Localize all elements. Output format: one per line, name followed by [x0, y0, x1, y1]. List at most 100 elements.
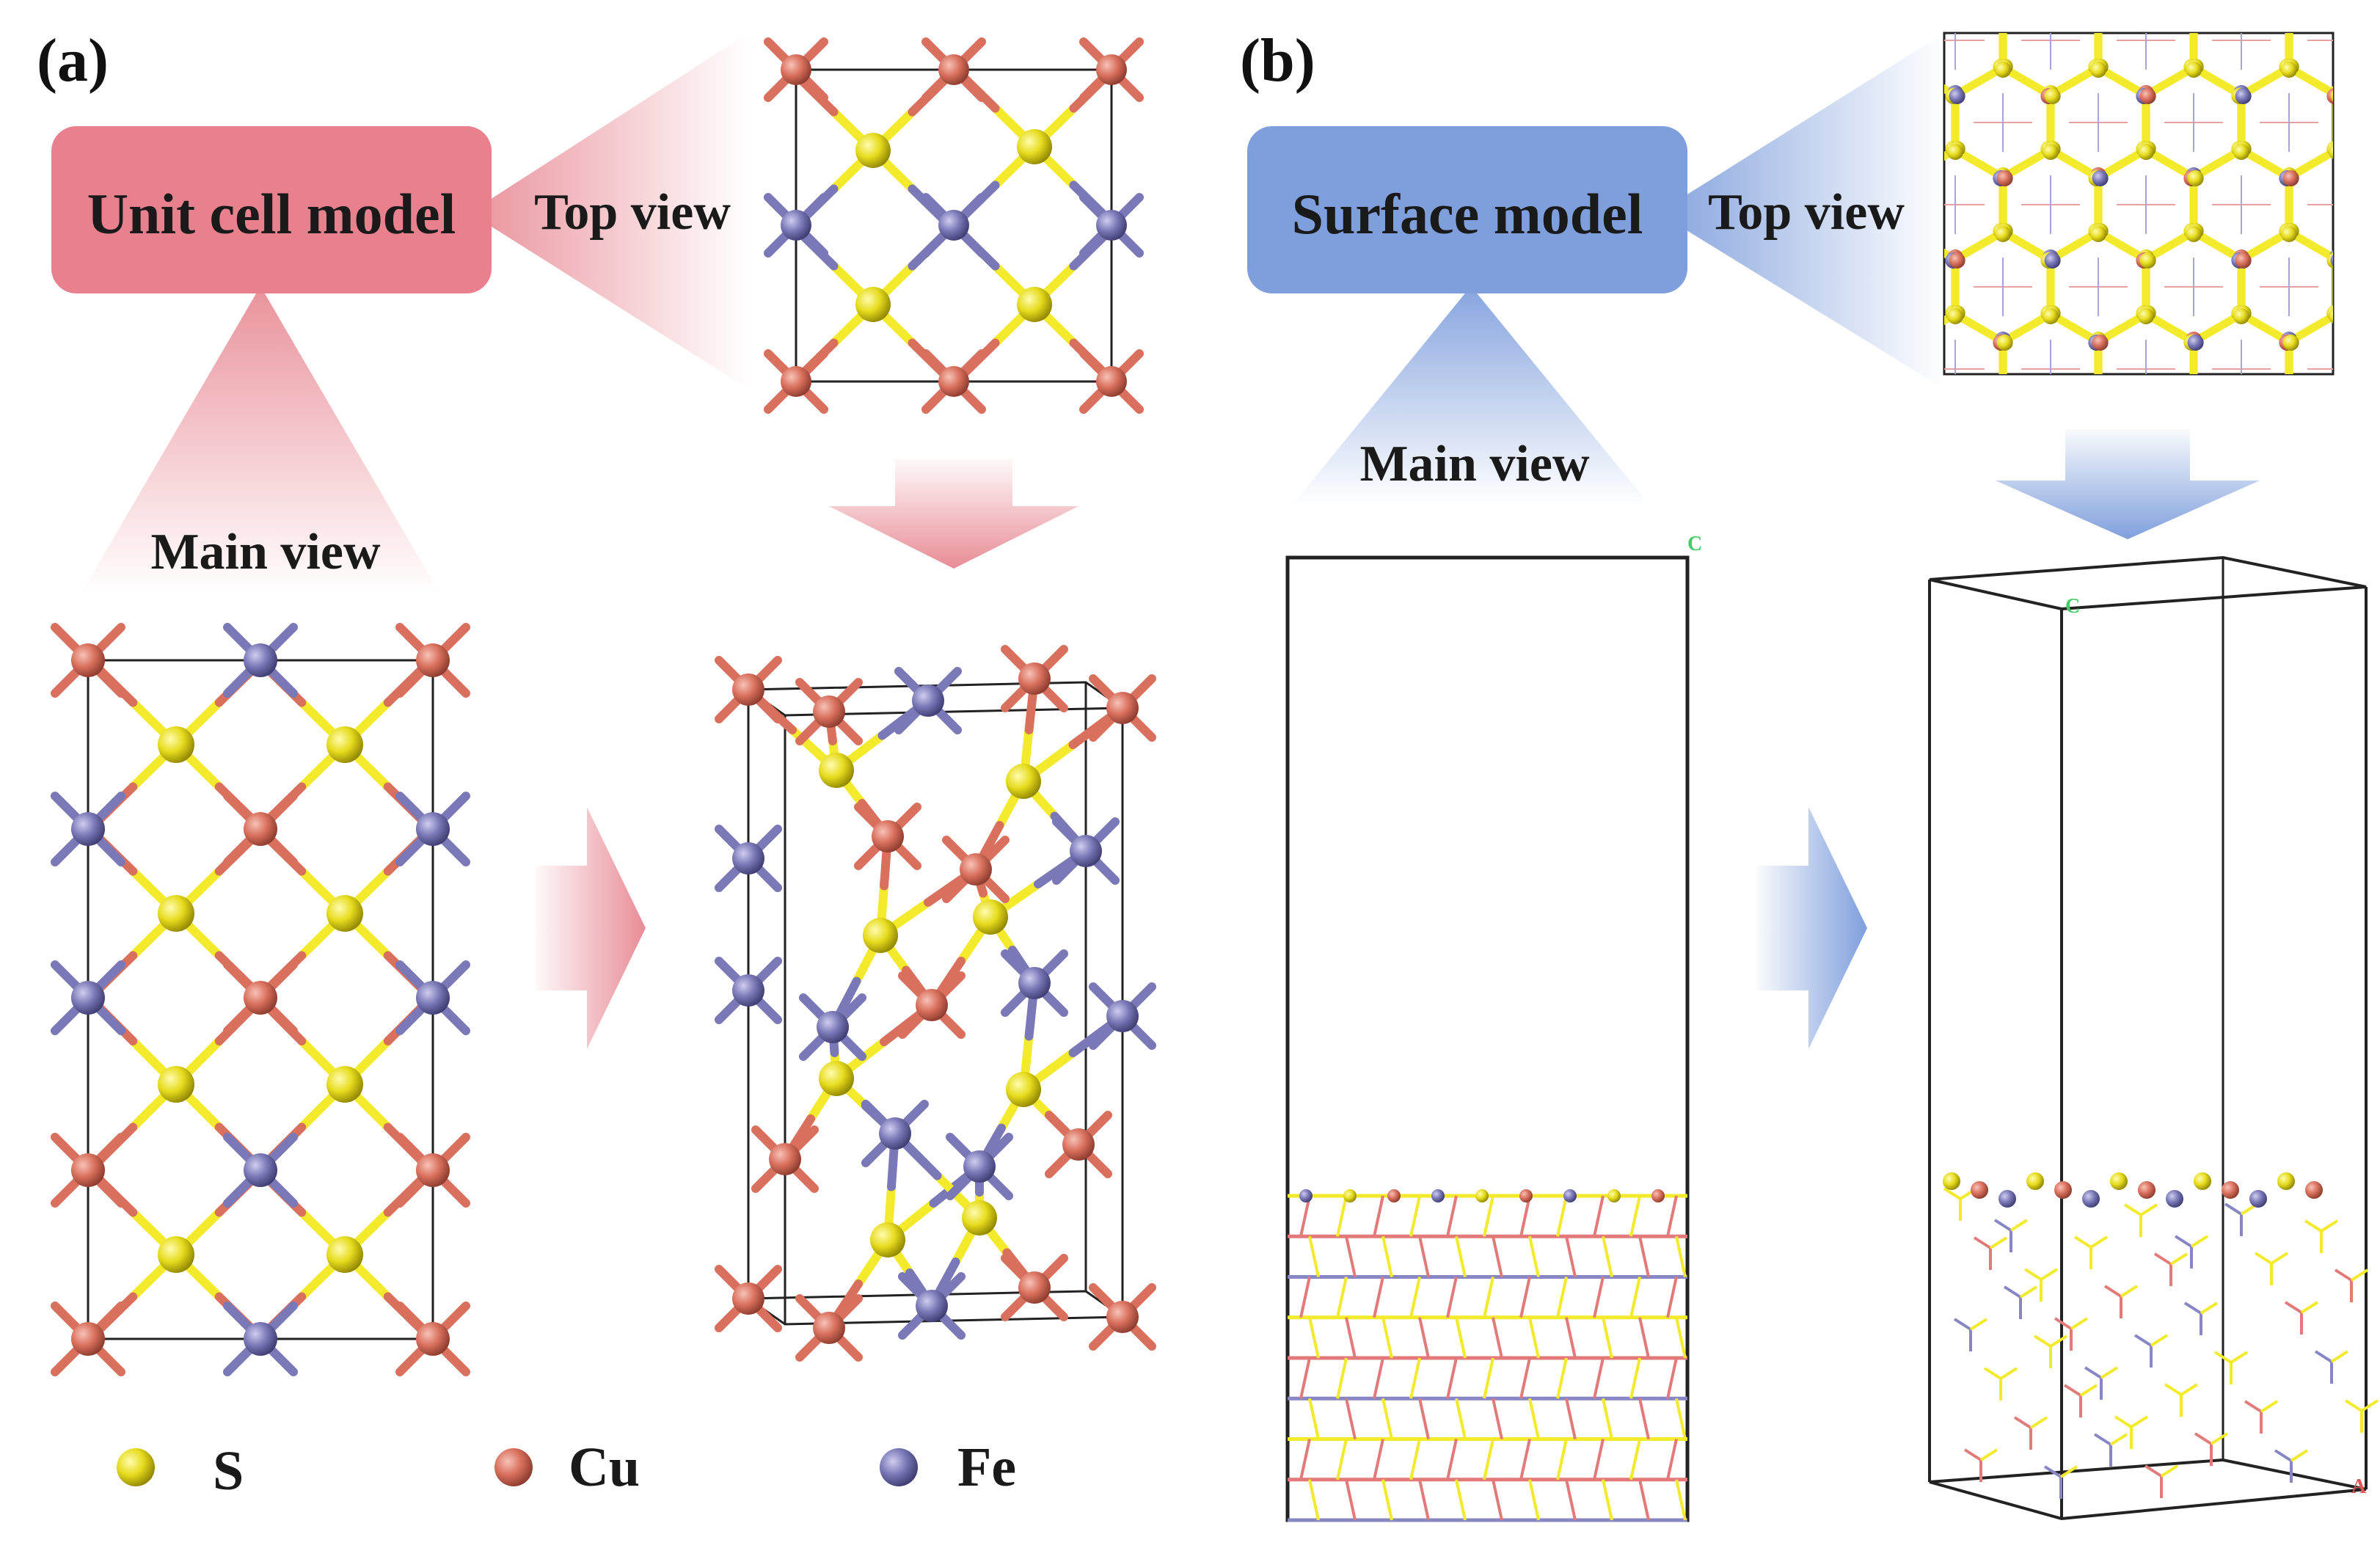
- atom-cu: [2138, 1181, 2155, 1199]
- atom-s: [1475, 1189, 1489, 1202]
- atom-cu: [1806, 335, 1822, 351]
- atom-fe: [416, 981, 450, 1015]
- atom-cu: [2282, 170, 2299, 186]
- atom-s: [2194, 1172, 2211, 1190]
- bond: [2063, 1384, 2082, 1397]
- atom-s: [1995, 226, 2011, 242]
- atom-cu: [1106, 1301, 1139, 1333]
- bond: [1943, 1187, 1962, 1200]
- bond: [1345, 1317, 1357, 1359]
- unit-cell-model-title: Unit cell model: [87, 182, 456, 246]
- atom-cu: [2231, 417, 2247, 433]
- atom-s: [2376, 226, 2380, 242]
- bond: [2290, 65, 2333, 94]
- bond: [1957, 478, 2003, 504]
- bond: [1418, 1235, 1430, 1277]
- bond: [2100, 395, 2146, 422]
- bond: [1983, 1367, 2002, 1380]
- bond: [1308, 1398, 1320, 1439]
- bond: [1675, 1317, 1687, 1359]
- bond: [2001, 232, 2050, 263]
- axis-label-c-main: C: [1687, 533, 1702, 555]
- atom-cu: [2305, 1181, 2323, 1199]
- bond: [1373, 1195, 1384, 1237]
- atom-cu: [1519, 1189, 1533, 1202]
- bond: [2192, 232, 2241, 263]
- bond: [2144, 229, 2193, 260]
- bond: [1910, 395, 1955, 422]
- atom-s: [870, 1222, 905, 1257]
- bond: [2194, 0, 2239, 11]
- atom-s: [1902, 387, 1918, 404]
- bond: [2123, 1203, 2142, 1216]
- bond: [1814, 0, 1860, 14]
- atom-cu: [416, 643, 450, 677]
- bond: [2194, 65, 2243, 95]
- bond: [2288, 67, 2333, 98]
- bond: [2146, 395, 2191, 422]
- bond: [1602, 1479, 1613, 1521]
- bond: [1814, 67, 1860, 93]
- bond: [2051, 232, 2100, 263]
- bond: [2291, 0, 2337, 14]
- atom-cu: [2329, 414, 2345, 430]
- bond: [1455, 1398, 1467, 1439]
- bond: [1455, 1235, 1467, 1277]
- bond: [2019, 1285, 2038, 1299]
- bond: [1455, 1317, 1467, 1359]
- atom-cu: [1995, 496, 2011, 512]
- bond: [1956, 232, 2004, 263]
- atom-s: [2186, 3, 2202, 19]
- bond: [2001, 311, 2050, 342]
- atom-cu: [781, 54, 811, 85]
- bond: [2100, 1366, 2119, 1379]
- main-view-cone-b: [1291, 286, 1651, 506]
- atom-fe: [817, 1011, 849, 1043]
- bond: [2192, 67, 2241, 98]
- bond: [2099, 65, 2147, 95]
- bond: [1409, 1277, 1421, 1318]
- bond: [2260, 1400, 2279, 1413]
- bond: [2290, 315, 2333, 345]
- bond: [2160, 1464, 2179, 1478]
- bond: [2360, 1399, 2379, 1412]
- bond: [2147, 311, 2195, 342]
- atom-s: [1997, 387, 2013, 404]
- bond: [2049, 65, 2098, 95]
- bond: [1483, 1277, 1494, 1318]
- bond: [2254, 1252, 2273, 1265]
- atom-fe: [2249, 1190, 2267, 1208]
- atom-s: [2277, 1172, 2295, 1190]
- atom-s: [2186, 390, 2202, 406]
- bond: [1519, 1357, 1531, 1399]
- bond: [2320, 1219, 2339, 1233]
- atom-s: [2092, 387, 2109, 404]
- atom-s: [326, 895, 363, 932]
- atom-cu: [872, 820, 904, 853]
- bond: [2289, 398, 2335, 425]
- atom-fe: [1852, 414, 1868, 430]
- bond: [2003, 0, 2048, 11]
- bond: [1565, 1398, 1577, 1439]
- bond: [2244, 398, 2289, 425]
- atom-s: [1806, 387, 1822, 404]
- atom-s: [1947, 144, 1963, 160]
- unit-cell-top-view: [764, 37, 1144, 414]
- atom-fe: [2376, 496, 2380, 512]
- bond: [1944, 248, 1957, 260]
- atom-cu: [1062, 1128, 1095, 1161]
- bond: [1954, 65, 2002, 95]
- bond: [1345, 1479, 1357, 1521]
- bond: [2144, 65, 2193, 95]
- atom-cu: [1096, 54, 1127, 85]
- bond: [1944, 88, 1954, 98]
- atom-cu: [1387, 1189, 1401, 1202]
- atom-fe: [732, 974, 764, 1007]
- atom-cu: [2045, 417, 2061, 433]
- bond: [2097, 311, 2145, 342]
- bond: [2070, 1317, 2089, 1330]
- bond: [1336, 1277, 1348, 1318]
- bond: [2290, 1449, 2309, 1462]
- atom-s: [326, 726, 363, 763]
- bond: [2098, 0, 2144, 11]
